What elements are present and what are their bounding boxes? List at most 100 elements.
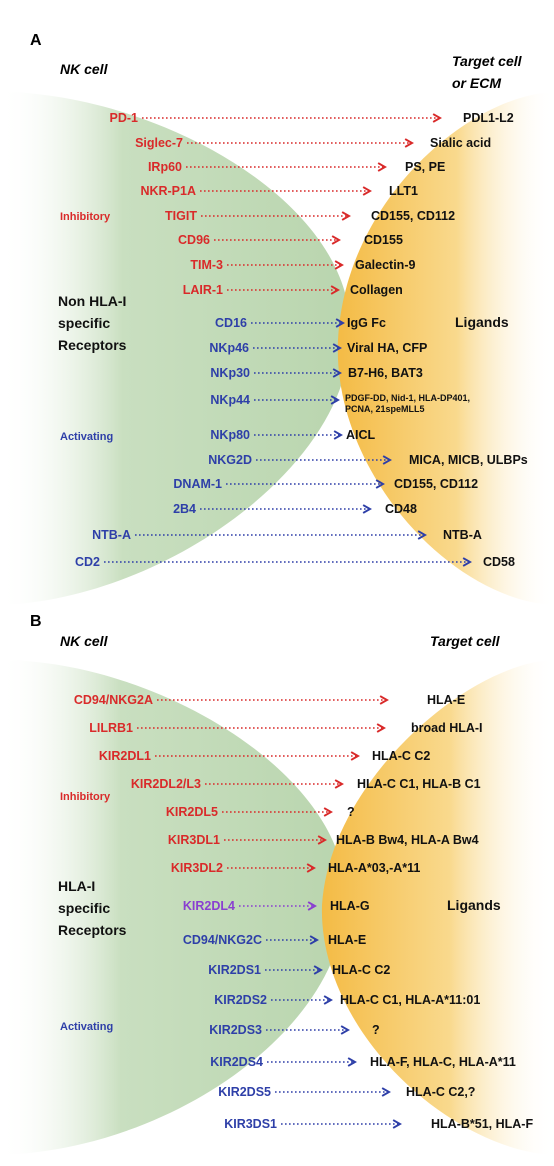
ligand-label: HLA-C C2 bbox=[332, 963, 390, 977]
ligand-label: Galectin-9 bbox=[355, 258, 415, 272]
receptor-label: KIR2DL5 bbox=[166, 805, 218, 819]
receptor-label: DNAM-1 bbox=[173, 477, 222, 491]
group-label-a-line3: Receptors bbox=[58, 337, 127, 353]
nk-cell-header-a: NK cell bbox=[60, 61, 109, 77]
receptor-label: KIR2DS4 bbox=[210, 1055, 263, 1069]
receptor-row: IRp60 PS, PE bbox=[148, 160, 445, 174]
ligand-label: LLT1 bbox=[389, 184, 418, 198]
nk-cell-header-b: NK cell bbox=[60, 633, 109, 649]
receptor-label: KIR3DL2 bbox=[171, 861, 223, 875]
receptor-row: KIR2DS5 HLA-C C2,? bbox=[218, 1085, 475, 1099]
receptor-row: KIR3DL2 HLA-A*03,-A*11 bbox=[171, 861, 421, 875]
ligand-label: HLA-E bbox=[427, 693, 465, 707]
receptor-label: KIR2DL2/L3 bbox=[131, 777, 201, 791]
ligand-label: CD48 bbox=[385, 502, 417, 516]
ligand-label: CD58 bbox=[483, 555, 515, 569]
receptor-label: CD94/NKG2C bbox=[183, 933, 262, 947]
receptor-label: IRp60 bbox=[148, 160, 182, 174]
nk-cell-shape-b bbox=[0, 660, 346, 1155]
target-header-a-line2: or ECM bbox=[452, 75, 501, 91]
ligand-label: Collagen bbox=[350, 283, 403, 297]
ligand-label: PDL1-L2 bbox=[463, 111, 514, 125]
receptor-label: TIGIT bbox=[165, 209, 197, 223]
receptor-label: KIR2DS1 bbox=[208, 963, 261, 977]
receptor-label: KIR2DL1 bbox=[99, 749, 151, 763]
group-label-b-line3: Receptors bbox=[58, 922, 127, 938]
receptor-label: NKG2D bbox=[208, 453, 252, 467]
ligand-label: HLA-A*03,-A*11 bbox=[328, 861, 420, 875]
ligand-label: ? bbox=[372, 1023, 380, 1037]
ligand-label: Sialic acid bbox=[430, 136, 491, 150]
target-cell-shape-a bbox=[337, 92, 554, 605]
group-label-a-line1: Non HLA-I bbox=[58, 293, 126, 309]
receptor-row: CD96 CD155 bbox=[178, 233, 403, 247]
panel-letter-b: B bbox=[30, 613, 42, 630]
receptor-label: CD16 bbox=[215, 316, 247, 330]
receptor-row: NKp46 Viral HA, CFP bbox=[209, 341, 427, 355]
ligand-label: AICL bbox=[346, 428, 376, 442]
panel-letter-a: A bbox=[30, 32, 42, 49]
receptor-row: LAIR-1 Collagen bbox=[183, 283, 403, 297]
receptor-label: PD-1 bbox=[110, 111, 139, 125]
receptor-row: DNAM-1 CD155, CD112 bbox=[173, 477, 478, 491]
group-label-b-line1: HLA-I bbox=[58, 878, 95, 894]
ligand-label: HLA-C C2 bbox=[372, 749, 430, 763]
target-header-b: Target cell bbox=[430, 633, 501, 649]
nk-cell-shape-a bbox=[0, 92, 351, 605]
ligand-label: HLA-C C2,? bbox=[406, 1085, 475, 1099]
receptor-label: Siglec-7 bbox=[135, 136, 183, 150]
receptor-label: LAIR-1 bbox=[183, 283, 223, 297]
inhibitory-label-b: Inhibitory bbox=[60, 791, 111, 803]
receptor-label: KIR3DS1 bbox=[224, 1117, 277, 1131]
receptor-row: NTB-A NTB-A bbox=[92, 528, 482, 542]
ligands-label-a: Ligands bbox=[455, 314, 509, 330]
activating-label-b: Activating bbox=[60, 1021, 113, 1033]
receptor-row: NKG2D MICA, MICB, ULBPs bbox=[208, 453, 528, 467]
receptor-row: CD94/NKG2C HLA-E bbox=[183, 933, 366, 947]
ligand-label: PCNA, 21speMLL5 bbox=[345, 404, 425, 414]
receptor-label: KIR2DS3 bbox=[209, 1023, 262, 1037]
receptor-row: TIGIT CD155, CD112 bbox=[165, 209, 455, 223]
receptor-row: KIR2DL5? bbox=[166, 805, 355, 819]
receptor-label: LILRB1 bbox=[89, 721, 133, 735]
receptor-label: NKR-P1A bbox=[140, 184, 196, 198]
receptor-row: NKR-P1A LLT1 bbox=[140, 184, 418, 198]
ligand-label: CD155 bbox=[364, 233, 403, 247]
receptor-label: CD2 bbox=[75, 555, 100, 569]
ligand-label: HLA-E bbox=[328, 933, 366, 947]
ligand-label: HLA-G bbox=[330, 899, 370, 913]
receptor-row: KIR2DS4 HLA-F, HLA-C, HLA-A*11 bbox=[210, 1055, 516, 1069]
receptor-label: NTB-A bbox=[92, 528, 131, 542]
ligand-label: HLA-F, HLA-C, HLA-A*11 bbox=[370, 1055, 516, 1069]
receptor-row: KIR2DS3? bbox=[209, 1023, 379, 1037]
ligand-label: Viral HA, CFP bbox=[347, 341, 427, 355]
receptor-label: KIR3DL1 bbox=[168, 833, 220, 847]
receptor-label: NKp46 bbox=[209, 341, 249, 355]
receptor-label: KIR2DS2 bbox=[214, 993, 267, 1007]
receptor-label: KIR2DS5 bbox=[218, 1085, 271, 1099]
receptor-label: CD96 bbox=[178, 233, 210, 247]
panel-a: A NK cell Target cell or ECM Inhibitory … bbox=[0, 32, 554, 605]
receptor-row: KIR2DS1 HLA-C C2 bbox=[208, 963, 390, 977]
receptor-label: NKp80 bbox=[210, 428, 250, 442]
ligand-label: CD155, CD112 bbox=[394, 477, 478, 491]
ligand-label: NTB-A bbox=[443, 528, 482, 542]
receptor-row: Siglec-7 Sialic acid bbox=[135, 136, 491, 150]
ligand-label: PS, PE bbox=[405, 160, 445, 174]
receptor-row: KIR2DL1 HLA-C C2 bbox=[99, 749, 430, 763]
group-label-a-line2: specific bbox=[58, 315, 110, 331]
target-cell-shape-b bbox=[321, 660, 554, 1155]
ligand-label: MICA, MICB, ULBPs bbox=[409, 453, 528, 467]
receptor-label: 2B4 bbox=[173, 502, 196, 516]
ligand-label: CD155, CD112 bbox=[371, 209, 455, 223]
ligand-label: B7-H6, BAT3 bbox=[348, 366, 423, 380]
